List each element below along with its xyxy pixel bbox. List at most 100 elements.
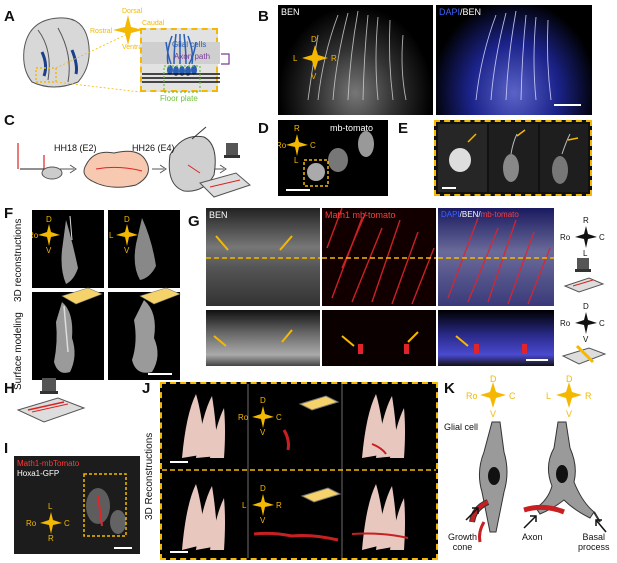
slice-plane-icon <box>139 287 181 305</box>
axis-ro: Ro <box>560 233 571 242</box>
axis-l: L <box>48 502 53 511</box>
compass-icon <box>480 382 506 408</box>
math1-label: Math1-mbTomato <box>17 459 80 468</box>
panel-label-h: H <box>4 380 15 397</box>
panel-e-frame-1 <box>438 124 487 192</box>
panel-label-d: D <box>258 120 269 137</box>
panel-f-surface-2 <box>108 292 180 380</box>
panel-g-merge-top: DAPI/BEN/mb-tomato <box>438 208 554 306</box>
compass-icon <box>302 45 328 71</box>
panel-a: Dorsal Ventral Rostral Caudal Glial cell… <box>18 8 230 103</box>
arrow-icon <box>595 519 607 533</box>
panel-h-slice-icon <box>16 378 86 423</box>
axis-d: D <box>311 35 317 44</box>
stage-hh18: HH18 (E2) <box>54 143 97 153</box>
axis-r: R <box>583 216 589 225</box>
axis-ro: Ro <box>466 391 478 401</box>
axis-ro: Ro <box>26 519 37 528</box>
panel-g-merge-bottom <box>438 310 554 366</box>
compass-icon <box>38 224 60 246</box>
panel-b-dapi-ben-image: DAPI/BEN <box>436 5 592 115</box>
panel-label-j: J <box>142 380 151 397</box>
axis-ro: Ro <box>560 319 571 328</box>
axis-v: V <box>46 246 52 255</box>
panel-k: D V Ro C D V L R Glial cell Growth cone … <box>444 374 614 560</box>
math1-label: Math1 mb-tomato <box>325 210 396 220</box>
panel-e-frame-2 <box>489 124 538 192</box>
compass-icon <box>252 494 274 516</box>
microscope-slice-icon <box>563 258 605 293</box>
panel-label-b: B <box>258 8 269 25</box>
hoxa1-label: Hoxa1-GFP <box>17 469 60 478</box>
arrow-icon <box>465 507 479 521</box>
axis-rostral: Rostral <box>90 28 113 35</box>
compass-icon <box>113 15 143 45</box>
axis-ro: Ro <box>238 413 249 422</box>
axis-ventral: Ventral <box>122 44 144 51</box>
slice-plane-icon <box>61 287 103 305</box>
axis-r: R <box>331 54 337 63</box>
dapi-ben-label: DAPI/BEN <box>439 7 482 17</box>
slice-plane-icon <box>561 344 607 365</box>
axis-dorsal: Dorsal <box>122 8 143 15</box>
compass-icon <box>556 382 582 408</box>
axis-c: C <box>276 413 282 422</box>
axis-v: V <box>260 428 266 437</box>
row-label-3d: 3D reconstructions <box>13 218 24 302</box>
panel-f-surface-1 <box>32 292 104 380</box>
compass-icon <box>575 312 597 334</box>
panel-g-ben-bottom <box>206 310 320 366</box>
merge-label: DAPI/BEN/mb-tomato <box>441 210 519 219</box>
axis-r: R <box>48 534 54 543</box>
axis-r: R <box>294 124 300 133</box>
axis-l: L <box>242 501 247 510</box>
axis-d: D <box>583 302 589 311</box>
panel-f-recon-1: D V Ro <box>32 210 104 288</box>
axis-d: D <box>490 374 497 384</box>
axis-l: L <box>583 249 588 258</box>
axis-l: L <box>109 231 114 240</box>
axis-v: V <box>124 246 130 255</box>
axis-d: D <box>46 215 52 224</box>
legend-glial: Glial cells <box>172 40 207 49</box>
panel-g-ben-top: BEN <box>206 208 320 306</box>
axis-c: C <box>310 141 316 150</box>
axis-c: C <box>599 233 605 242</box>
panel-label-c: C <box>4 112 15 129</box>
axis-v: V <box>311 72 317 81</box>
panel-i-image: Math1-mbTomato Hoxa1-GFP L R Ro C <box>14 456 140 554</box>
stage-hh26: HH26 (E4) <box>132 143 175 153</box>
axis-ro: Ro <box>32 231 39 240</box>
panel-f-recon-2: D V L <box>108 210 180 288</box>
panel-e-frame-3 <box>540 124 588 192</box>
mbtomato-label: mb-tomato <box>330 123 374 133</box>
axis-d: D <box>260 484 266 493</box>
panel-j-side-label: 3D Reconstructions <box>144 432 155 520</box>
arrow-icon <box>523 515 537 529</box>
ben-label: BEN <box>281 7 300 17</box>
ben-label: BEN <box>209 210 228 220</box>
axis-v: V <box>583 335 589 344</box>
floor-plate-zoom <box>140 28 220 93</box>
axis-v: V <box>260 516 266 525</box>
axis-caudal: Caudal <box>142 20 165 27</box>
panel-g-math1-bottom <box>322 310 436 366</box>
compass-icon <box>40 512 62 534</box>
axis-l: L <box>546 391 552 401</box>
compass-icon <box>116 224 138 246</box>
compass-icon <box>252 406 274 428</box>
panel-label-i: I <box>4 440 9 457</box>
axis-c: C <box>64 519 70 528</box>
axis-l: L <box>294 156 299 165</box>
panel-label-e: E <box>398 120 409 137</box>
axon-label: Axon <box>522 532 543 542</box>
legend-floor: Floor plate <box>160 94 198 103</box>
axis-d: D <box>124 215 130 224</box>
basal-process-label: Basal process <box>578 532 610 552</box>
axis-l: L <box>293 54 298 63</box>
panel-d-mbtomato-image: mb-tomato R L Ro C <box>278 120 388 196</box>
axis-r: R <box>585 391 592 401</box>
bracket-icon <box>221 53 230 65</box>
glial-cell-label: Glial cell <box>444 422 479 432</box>
axis-d: D <box>260 396 266 405</box>
